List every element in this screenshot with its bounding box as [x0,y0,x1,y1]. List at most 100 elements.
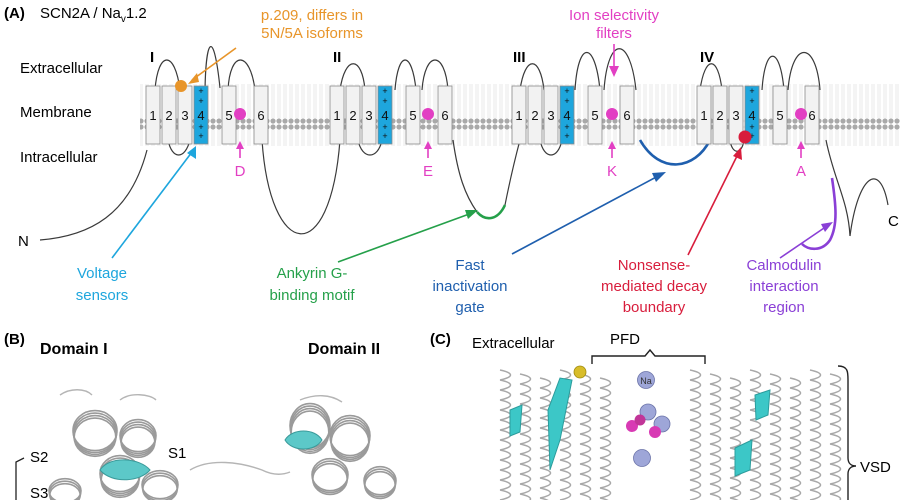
charge-plus: + [198,96,203,106]
voltage-label-2: sensors [76,287,129,304]
voltage-label-1: Voltage [77,265,127,282]
helix-turn [72,409,118,452]
segment-number: 6 [441,108,448,123]
filter-letter: A [796,163,806,180]
ankyrin-label-2: binding motif [269,287,355,304]
na-ion-label: Na [640,376,652,386]
filter-dot [422,108,434,120]
helix-turn [363,470,396,500]
domain-ii-title: Domain II [308,341,380,358]
helix-turn [73,414,118,456]
segment-number: 4 [197,108,204,123]
n-terminus-label: N [18,233,29,250]
charge-plus: + [382,96,387,106]
extracellular-c-label: Extracellular [472,335,555,352]
charge-plus: + [198,131,203,141]
charge-plus: + [198,122,203,132]
gold-ion-sphere [573,365,587,379]
segment-number: 1 [700,108,707,123]
segment-d3-s2 [527,85,543,145]
pore-structure-helices [499,369,842,500]
s1-label: S1 [168,445,186,462]
nmd-boundary-dot [738,130,752,144]
helix-turn [290,410,330,455]
isoform-site-dot [175,80,187,92]
loop-strand [59,389,343,403]
segment-d1-s4 [193,85,209,145]
segment-d3-s5 [587,85,603,145]
helix-turn [311,460,349,494]
charge-plus: + [382,122,387,132]
n-terminus-tail [39,149,148,241]
helix-turn [141,472,179,500]
filter-letter: E [423,163,433,180]
helix-turn [49,482,81,500]
c-terminus-label: C [888,213,899,230]
helix-strand [749,369,762,500]
helix-turn [120,423,157,457]
charge-plus: + [564,122,569,132]
teal-helix [284,430,323,450]
helix-strand [789,377,802,500]
annotation-labels: p.209, differs in 5N/5A isoforms Ion sel… [76,7,822,316]
domain-structure-helices [48,389,397,500]
filter-arrowhead [236,141,244,149]
helix-turn [72,412,118,454]
panel-c-letter: (C) [430,331,451,348]
charge-plus: + [382,86,387,96]
segment-number: 4 [563,108,570,123]
segment-d3-s3 [543,85,559,145]
calmodulin-label-3: region [763,299,805,316]
nmd-label-1: Nonsense- [618,257,691,274]
helix-strand [829,373,842,500]
segment-number: 4 [381,108,388,123]
segment-number: 1 [515,108,522,123]
segment-number: 2 [165,108,172,123]
segment-d2-s2 [345,85,361,145]
segment-d2-s4 [377,85,393,145]
ankyrin-binding-region [476,204,507,220]
filter-dot [795,108,807,120]
segment-number: 3 [181,108,188,123]
nmd-label-2: mediated decay [601,278,707,295]
charge-plus: + [749,86,754,96]
segment-number: 6 [257,108,264,123]
helix-strand [709,373,722,500]
vsd-label: VSD [860,459,891,476]
helix-turn [311,462,348,496]
segment-number: 3 [365,108,372,123]
domain-label-iii: III [513,49,526,66]
membrane-label: Membrane [20,104,92,121]
fast-gate-label-1: Fast [455,257,485,274]
charge-plus: + [382,131,387,141]
domain-i-title: Domain I [40,341,108,358]
s2-s3-bracket [15,457,25,500]
segment-d4-s5 [772,85,788,145]
helix-strand [809,369,822,500]
selectivity-label-2: filters [596,25,632,42]
teal-pore-helix [754,389,771,421]
segment-number: 6 [808,108,815,123]
helix-turn [120,426,156,459]
segment-number: 6 [623,108,630,123]
segment-number: 5 [225,108,232,123]
charge-plus: + [749,131,754,141]
segment-d3-s1 [511,85,527,145]
charge-plus: + [198,86,203,96]
pfd-label: PFD [610,331,640,348]
filter-dot [606,108,618,120]
domain-label-i: I [150,49,154,66]
vsd-bracket [837,365,857,500]
panel-b-letter: (B) [4,331,25,348]
fast-inactivation-gate-loop [638,139,712,166]
charge-plus: + [564,86,569,96]
helix-turn [142,474,178,500]
fast-gate-label-2: inactivation [432,278,507,295]
filter-dot [234,108,246,120]
domain-label-iv: IV [700,49,714,66]
segment-number: 4 [748,108,755,123]
segment-number: 3 [732,108,739,123]
helix-strand [579,373,592,500]
isoform-label-2: 5N/5A isoforms [261,25,363,42]
